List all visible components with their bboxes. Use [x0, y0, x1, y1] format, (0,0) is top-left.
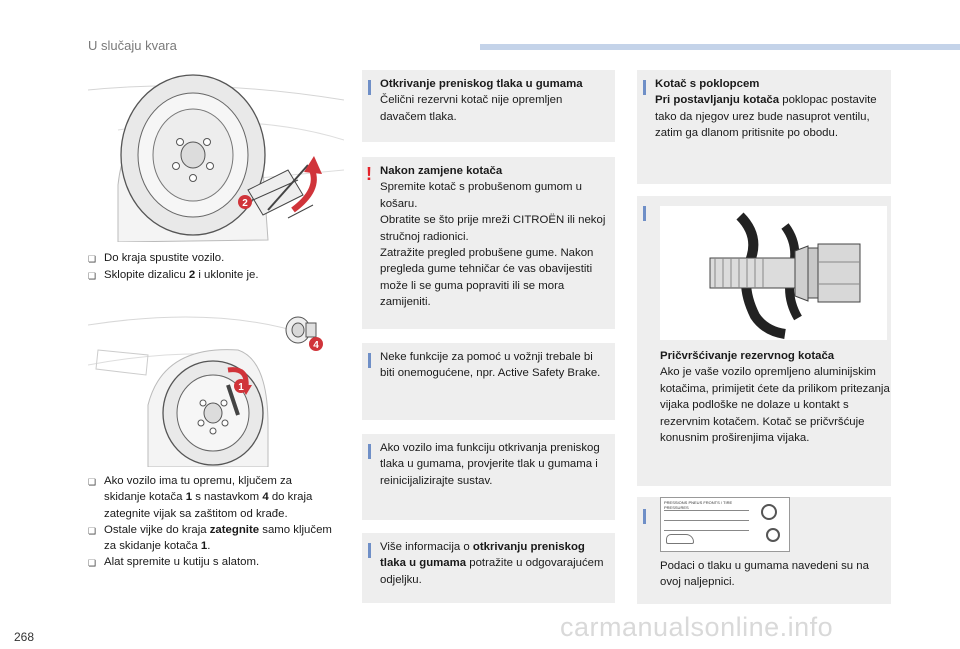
- info-bar-icon: [643, 80, 646, 95]
- page-number: 268: [14, 630, 35, 644]
- checkbox-icon: ❏: [88, 254, 97, 264]
- lower-vehicle-steps: ❏ Do kraja spustite vozilo. ❏ Sklopite d…: [88, 250, 348, 285]
- info-bar-icon: [643, 206, 646, 221]
- jack-illustration: 2: [88, 70, 344, 242]
- info-bar-icon: [368, 543, 371, 558]
- note-reinitialize-pressure: Ako vozilo ima funkciju otkrivanja preni…: [362, 434, 615, 520]
- header-bar: [480, 44, 960, 50]
- jack-callout: 2: [242, 198, 248, 209]
- info-bar-icon: [368, 80, 371, 95]
- sticker-row: [664, 530, 749, 531]
- step-lower-vehicle: ❏ Do kraja spustite vozilo.: [88, 250, 348, 267]
- step-fold-jack: ❏ Sklopite dizalicu 2 i uklonite je.: [88, 267, 348, 284]
- note-driving-aids: Neke funkcije za pomoć u vožnji trebale …: [362, 343, 615, 420]
- tighten-bolts-steps: ❏ Ako vozilo ima tu opremu, ključem za s…: [88, 473, 333, 572]
- checkbox-icon: ❏: [88, 271, 97, 282]
- section-title: U slučaju kvara: [88, 38, 177, 53]
- watermark: carmanualsonline.info: [560, 612, 834, 642]
- step-store-tools: ❏ Alat spremite u kutiju s alatom.: [88, 554, 333, 571]
- checkbox-icon: ❏: [88, 558, 97, 569]
- step-tighten-antitheft: ❏ Ako vozilo ima tu opremu, ključem za s…: [88, 473, 333, 522]
- wrench-callout: 1: [238, 382, 244, 393]
- warning-exclamation-icon: !: [366, 164, 372, 184]
- sticker-row: [664, 520, 749, 521]
- adapter-callout: 4: [313, 340, 319, 351]
- tyre-icon: [766, 528, 780, 542]
- warning-after-wheel-change: ! Nakon zamjene kotača Spremite kotač s …: [362, 157, 615, 329]
- tyre-icon: [761, 504, 777, 520]
- note-wheel-cover: Kotač s poklopcem Pri postavljanju kotač…: [637, 70, 891, 184]
- info-bar-icon: [643, 509, 646, 524]
- car-silhouette-icon: [666, 534, 694, 544]
- step-tighten-others: ❏ Ostale vijke do kraja zategnite samo k…: [88, 522, 333, 555]
- sticker-row: [664, 510, 749, 511]
- note-tyre-pressure-detection: Otkrivanje preniskog tlaka u gumama Čeli…: [362, 70, 615, 142]
- checkbox-icon: ❏: [88, 525, 97, 536]
- checkbox-icon: ❏: [88, 477, 97, 487]
- bolt-illustration: [660, 206, 887, 340]
- info-bar-icon: [368, 353, 371, 368]
- info-bar-icon: [368, 444, 371, 459]
- tyre-pressure-sticker: PRESSIONS PNEUS FRONTS / TIRE PRESSURES: [660, 497, 790, 552]
- wrench-illustration: 1 4: [88, 295, 344, 467]
- note-more-info: Više informacija o otkrivanju preniskog …: [362, 533, 615, 603]
